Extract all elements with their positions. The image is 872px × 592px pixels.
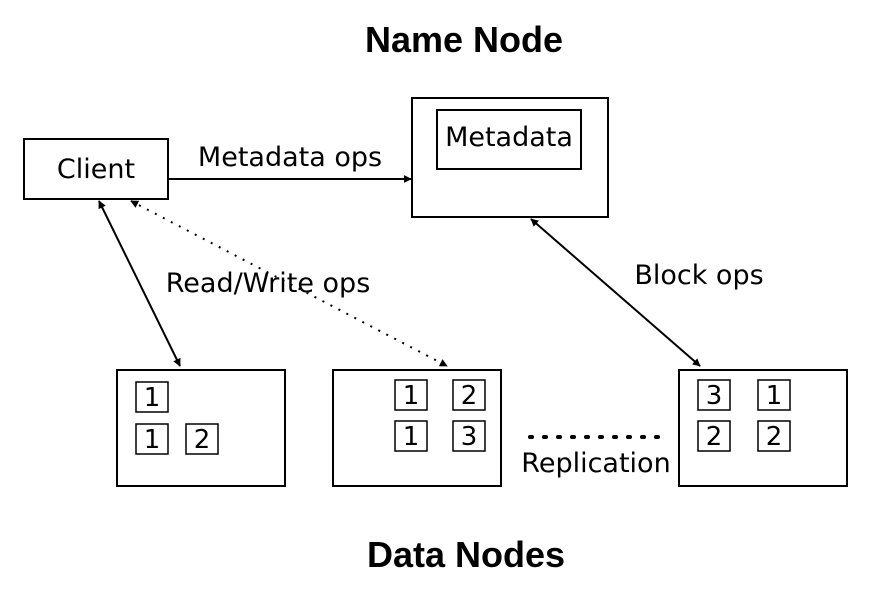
block: 2 <box>697 420 731 452</box>
block-number: 1 <box>403 422 420 452</box>
block: 1 <box>757 379 791 411</box>
block-ops-label: Block ops <box>634 260 763 291</box>
block: 1 <box>394 420 428 452</box>
block: 1 <box>135 381 169 413</box>
block: 1 <box>394 379 428 411</box>
data-node-1: 1 1 2 <box>116 369 286 487</box>
block-number: 2 <box>194 425 211 455</box>
data-node-3: 3 1 2 2 <box>678 369 848 487</box>
block-number: 2 <box>461 381 478 411</box>
replication-label: Replication <box>521 448 670 479</box>
client-label: Client <box>57 154 135 185</box>
block: 3 <box>452 420 486 452</box>
metadata-box <box>436 109 582 170</box>
client-box <box>23 138 169 200</box>
block-ops-arrow <box>530 218 701 367</box>
block-number: 3 <box>461 422 478 452</box>
metadata-ops-label: Metadata ops <box>198 142 382 173</box>
block-number: 1 <box>766 381 783 411</box>
block-number: 1 <box>403 381 420 411</box>
block: 2 <box>185 423 219 455</box>
block-number: 1 <box>144 425 161 455</box>
block-number: 2 <box>706 422 723 452</box>
block: 2 <box>452 379 486 411</box>
data-nodes-title: Data Nodes <box>367 534 565 575</box>
metadata-label: Metadata <box>445 122 573 153</box>
block-number: 3 <box>706 381 723 411</box>
block: 1 <box>135 423 169 455</box>
read-write-ops-label: Read/Write ops <box>166 268 371 299</box>
data-node-2: 1 2 1 3 <box>332 369 502 487</box>
block-number: 2 <box>766 422 783 452</box>
block-number: 1 <box>144 383 161 413</box>
name-node-title: Name Node <box>365 19 563 60</box>
block: 3 <box>697 379 731 411</box>
block: 2 <box>757 420 791 452</box>
read-write-dotted-arrow <box>130 200 448 367</box>
